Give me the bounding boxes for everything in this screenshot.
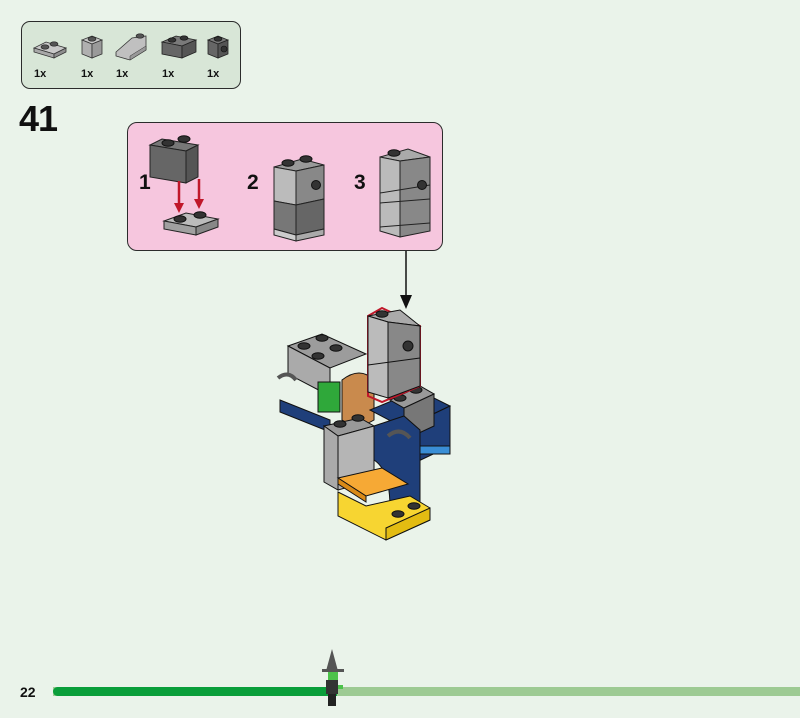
part-qty: 1x	[116, 68, 129, 80]
plate-1x2-icon	[32, 41, 68, 59]
part-qty: 1x	[34, 68, 47, 80]
part-brick-1x2: 1x	[160, 22, 200, 88]
part-qty: 1x	[207, 68, 220, 80]
progress-fill	[53, 687, 337, 696]
part-plate-1x2: 1x	[32, 22, 72, 88]
brick-1x1-stud-side-icon	[206, 35, 230, 59]
step-number: 41	[19, 98, 58, 139]
model-illustration	[276, 306, 452, 541]
sub-assembly-callout: 1 2 3	[127, 122, 443, 251]
placement-arrow-icon	[400, 251, 412, 309]
substep-1-illustration	[148, 135, 220, 236]
minifigure-mascot-icon	[322, 649, 344, 706]
part-brick-1x1-stud-side: 1x	[204, 22, 244, 88]
substep-label: 3	[354, 171, 366, 194]
page-number: 22	[20, 684, 36, 700]
part-slope-1x2: 1x	[114, 22, 154, 88]
part-qty: 1x	[81, 68, 94, 80]
brick-1x2-icon	[160, 35, 198, 59]
parts-list: 1x 1x 1x 1x	[21, 21, 241, 89]
substep-3-illustration	[379, 148, 431, 238]
brick-1x1-icon	[80, 35, 104, 59]
clip-icon	[386, 429, 412, 440]
slope-1x2-icon	[115, 33, 147, 61]
part-qty: 1x	[162, 68, 175, 80]
substep-illustrations	[148, 135, 431, 242]
substep-2-illustration	[273, 155, 325, 242]
substep-label: 2	[247, 171, 259, 194]
progress-track	[53, 687, 800, 696]
clip-icon	[276, 372, 298, 382]
part-brick-1x1: 1x	[78, 22, 118, 88]
substep-label: 1	[139, 171, 151, 194]
